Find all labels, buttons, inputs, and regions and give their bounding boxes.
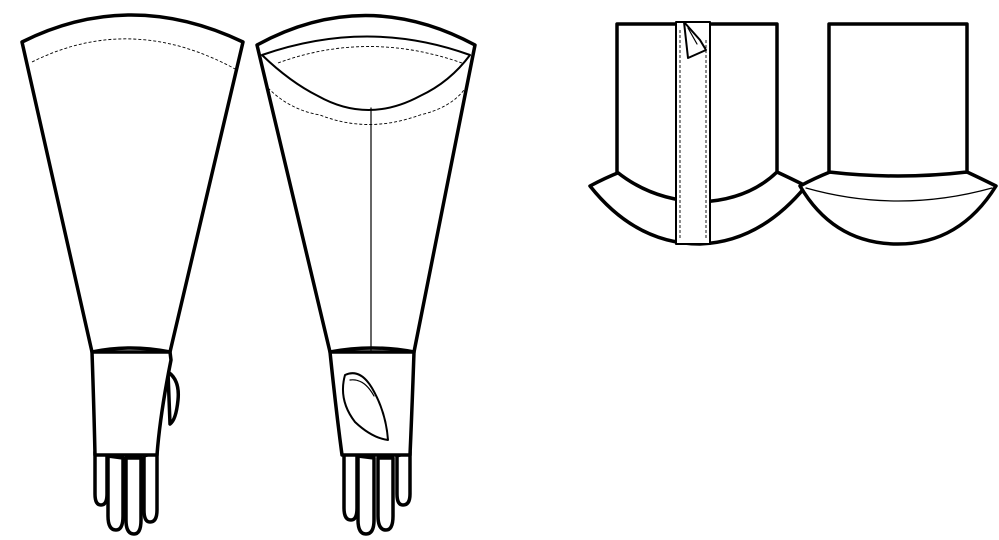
glove-front-finger-1	[93, 450, 109, 507]
glove-back-fingers	[342, 450, 412, 536]
glove-front-wrist-seam	[91, 347, 171, 353]
collar-front-view	[588, 21, 808, 246]
collar-front-zipper-pull-line	[687, 27, 698, 45]
glove-front-thumb	[166, 370, 181, 426]
glove-back-thumb	[342, 372, 389, 441]
glove-front-finger-4	[142, 450, 159, 524]
glove-back-topstitch-top	[277, 46, 463, 64]
collar-back-view	[798, 22, 998, 246]
glove-front-finger-2	[106, 454, 125, 532]
collar-back-stand	[827, 22, 969, 178]
collar-back-band	[798, 170, 998, 246]
glove-front-view	[20, 13, 245, 536]
collar-back-band-seam	[805, 187, 993, 202]
glove-back-finger-4	[395, 450, 412, 507]
glove-back-finger-1	[342, 450, 359, 522]
glove-back-gauntlet	[255, 13, 477, 354]
glove-back-wrist-seam	[329, 347, 415, 353]
glove-back-topstitch-lower	[267, 87, 465, 125]
collar-front-zipper-placket	[675, 21, 711, 245]
glove-back-hand	[328, 350, 416, 457]
glove-front-finger-3	[124, 456, 143, 536]
glove-front-topstitch	[31, 38, 238, 71]
glove-back-thumb-inner	[349, 379, 375, 397]
glove-front-gauntlet	[20, 13, 245, 354]
glove-front-fingers	[93, 450, 159, 536]
glove-back-finger-3	[376, 456, 395, 532]
glove-front-hand	[90, 350, 173, 457]
glove-back-finger-2	[356, 454, 376, 536]
glove-back-view	[255, 13, 477, 536]
glove-back-opening	[261, 35, 471, 111]
